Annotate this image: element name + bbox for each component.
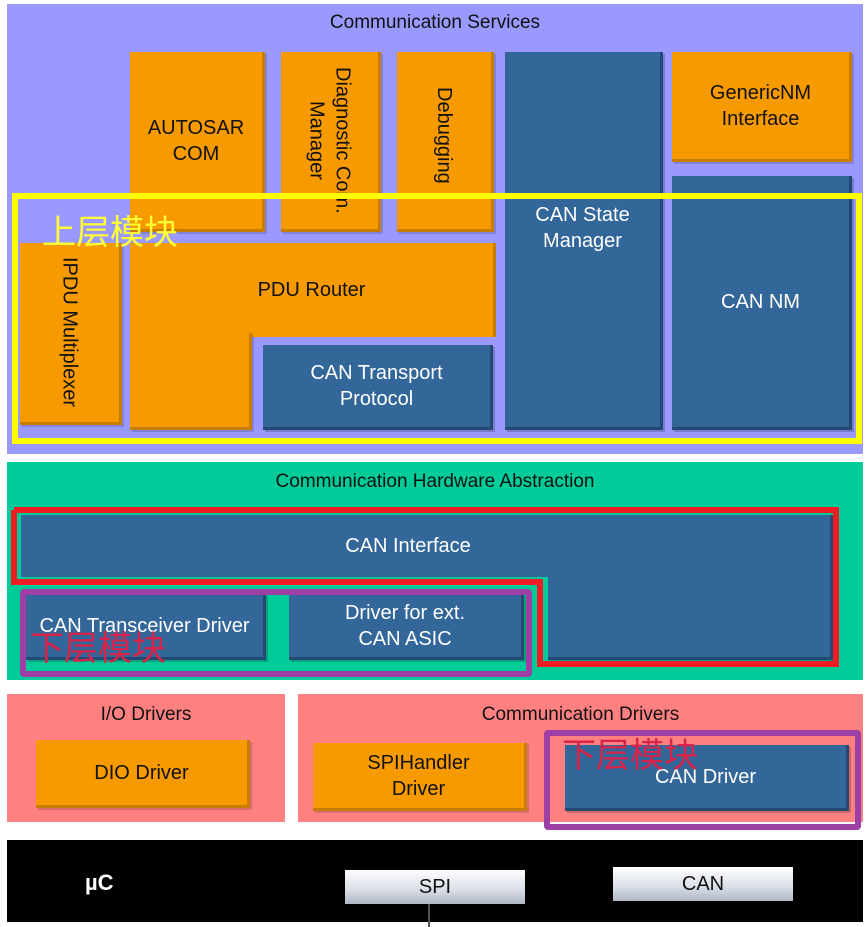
lower-modules-annotation-2: 下层模块 — [562, 736, 698, 776]
communication-drivers-title: Communication Drivers — [481, 704, 680, 725]
pdu-router-stem — [130, 333, 252, 430]
pdu-router-module: PDU Router — [130, 243, 496, 430]
can-nm-module: CAN NM — [672, 176, 852, 430]
hardware-abstraction-title: Communication Hardware Abstraction — [275, 471, 595, 492]
communication-services-title: Communication Services — [329, 12, 541, 33]
can-hardware-block: CAN — [613, 867, 793, 901]
can-interface-label: CAN Interface — [345, 535, 471, 557]
can-state-manager-module: CAN State Manager — [505, 52, 663, 430]
diagnostic-com-manager-label: Diagnostic Com. Manager — [305, 67, 354, 214]
pdu-router-top: PDU Router — [130, 243, 496, 337]
microcontroller-layer: µC SPI CAN — [7, 840, 863, 922]
debugging-module: Debugging — [397, 52, 494, 232]
driver-ext-can-asic-module: Driver for ext. CAN ASIC — [289, 594, 524, 660]
io-drivers-title: I/O Drivers — [100, 704, 192, 725]
debugging-label: Debugging — [433, 87, 455, 184]
upper-modules-annotation: 上层模块 — [42, 213, 178, 253]
ipdu-multiplexer-module: IPDU Multiplexer — [20, 243, 122, 425]
spi-hardware-block: SPI — [345, 870, 525, 904]
spi-handler-driver-module: SPIHandler Driver — [313, 743, 527, 811]
autosar-com-module: AUTOSAR COM — [130, 52, 265, 232]
lower-modules-annotation-1: 下层模块 — [30, 629, 166, 669]
can-driver-module: CAN Driver — [565, 745, 849, 811]
can-interface-module: CAN Interface — [21, 515, 833, 577]
microcontroller-label: µC — [85, 870, 114, 895]
can-transport-protocol-module: CAN Transport Protocol — [263, 345, 493, 430]
ipdu-multiplexer-label: IPDU Multiplexer — [58, 257, 81, 408]
generic-nm-interface-module: GenericNM Interface — [672, 52, 852, 162]
spi-connector-line — [428, 904, 430, 927]
dio-driver-module: DIO Driver — [36, 740, 250, 808]
diagnostic-com-manager-module: Diagnostic Com. Manager — [281, 52, 381, 232]
can-interface-stem — [548, 575, 833, 660]
pdu-router-label: PDU Router — [257, 279, 366, 301]
